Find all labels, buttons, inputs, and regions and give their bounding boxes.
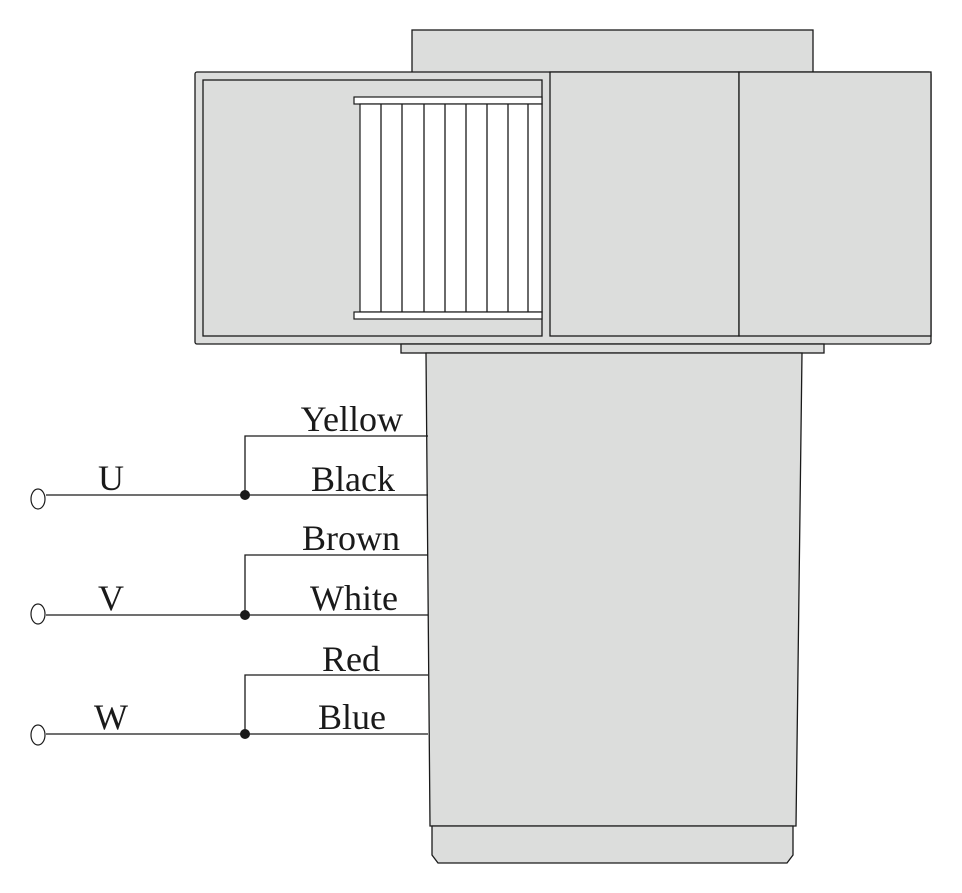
junction-dot-u bbox=[240, 490, 250, 500]
label-wire-white: White bbox=[310, 578, 398, 618]
terminal-w bbox=[30, 724, 46, 746]
motor-end-cap bbox=[431, 825, 794, 864]
wire-red bbox=[244, 674, 428, 734]
motor-body bbox=[425, 352, 803, 827]
label-wire-brown: Brown bbox=[302, 518, 400, 558]
label-terminal-v: V bbox=[98, 578, 124, 618]
label-terminal-w: W bbox=[94, 697, 128, 737]
wiring bbox=[30, 435, 428, 746]
right-panel bbox=[738, 71, 932, 337]
mounting-flange bbox=[400, 343, 825, 354]
fan-top-ring bbox=[353, 96, 543, 105]
terminal-v bbox=[30, 603, 46, 625]
label-wire-yellow: Yellow bbox=[301, 399, 403, 439]
label-terminal-u: U bbox=[98, 458, 124, 498]
fan-wheel bbox=[353, 96, 543, 320]
top-cap bbox=[411, 29, 814, 76]
wire-brown bbox=[244, 554, 428, 615]
junction-dot-w bbox=[240, 729, 250, 739]
blower-housing bbox=[194, 71, 932, 345]
label-wire-blue: Blue bbox=[318, 697, 386, 737]
junction-dot-v bbox=[240, 610, 250, 620]
fan-bottom-ring bbox=[353, 311, 543, 320]
label-wire-black: Black bbox=[311, 459, 395, 499]
fan-blades bbox=[359, 103, 543, 313]
wire-yellow bbox=[244, 435, 428, 495]
terminal-u bbox=[30, 488, 46, 510]
label-wire-red: Red bbox=[322, 639, 380, 679]
middle-panel bbox=[549, 71, 740, 337]
labels: U V W Yellow Black Brown White Red Blue bbox=[94, 399, 403, 737]
